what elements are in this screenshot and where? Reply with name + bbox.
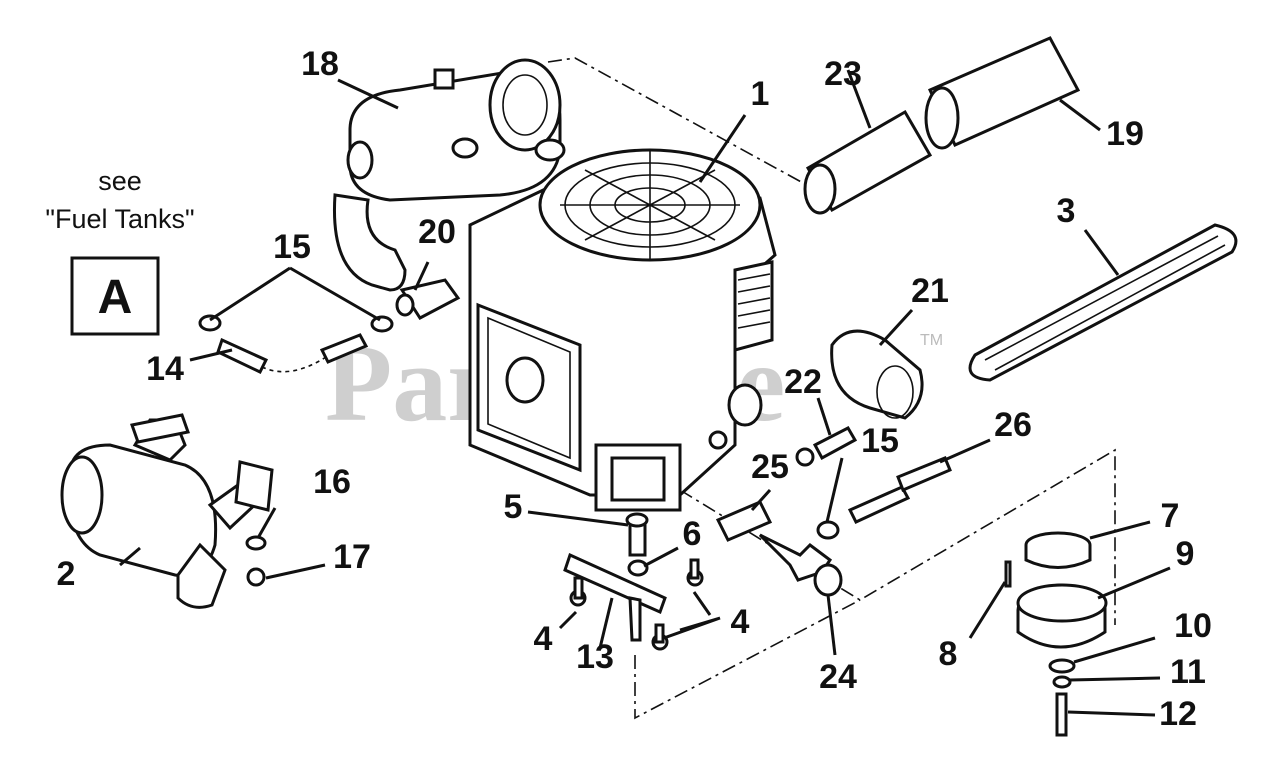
belt [968,223,1238,382]
sleeves [803,36,1081,215]
air-cleaner [332,58,566,292]
reference-box: see "Fuel Tanks" A [45,166,195,336]
reference-note-line1: see [98,166,142,196]
callout-3: 3 [1057,192,1076,230]
callout-14: 14 [146,350,184,388]
muffler [60,413,274,609]
callout-20: 20 [418,213,456,251]
callout-1: 1 [751,75,770,113]
leader-lines [119,69,1171,717]
callout-24: 24 [819,658,857,696]
fuel-pump [395,278,461,320]
reference-note-line2: "Fuel Tanks" [45,204,194,234]
callout-2: 2 [57,555,76,593]
callout-15b: 15 [861,422,899,460]
oil-drain [715,426,952,597]
callout-12: 12 [1159,695,1197,733]
callout-13: 13 [576,638,614,676]
callout-21: 21 [911,272,949,310]
callout-10: 10 [1174,607,1212,645]
oil-filter [830,329,924,420]
callout-4b: 4 [731,603,750,641]
callout-4a: 4 [534,620,553,658]
engine [468,148,777,512]
callout-17: 17 [333,538,371,576]
callout-16: 16 [313,463,351,501]
callout-15a: 15 [273,228,311,266]
pulley-assembly [1004,531,1108,737]
callout-26: 26 [994,406,1032,444]
fuel-hose [198,314,394,374]
callout-23: 23 [824,55,862,93]
callout-8: 8 [939,635,958,673]
watermark-trademark: TM [920,332,943,349]
callout-6: 6 [683,515,702,553]
callout-9: 9 [1176,535,1195,573]
callout-18: 18 [301,45,339,83]
callouts: 1 2 3 4 4 5 6 7 8 9 10 11 12 13 14 15 15… [57,45,1212,733]
bracket [563,512,704,651]
callout-25: 25 [751,448,789,486]
reference-box-label: A [98,271,133,324]
callout-11: 11 [1170,653,1206,691]
callout-5: 5 [504,488,523,526]
callout-19: 19 [1106,115,1144,153]
assembly-lines [547,57,1116,720]
callout-22: 22 [784,363,822,401]
callout-7: 7 [1161,497,1180,535]
